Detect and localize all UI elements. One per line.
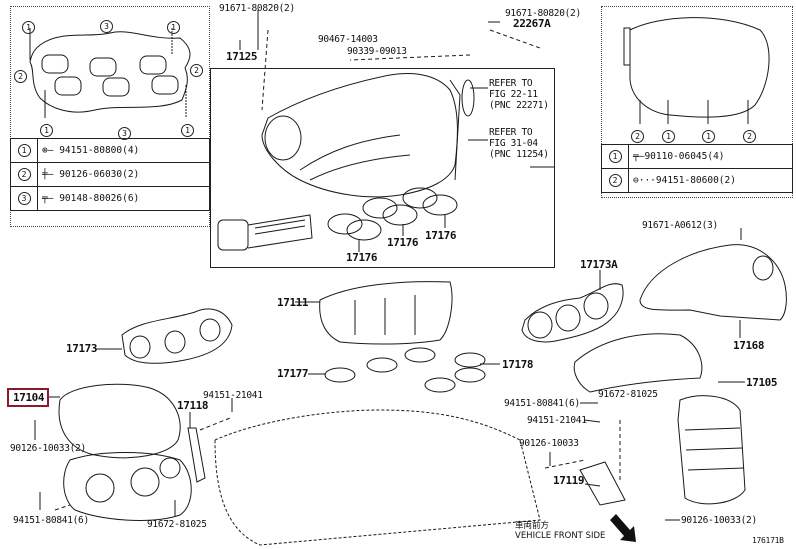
part-label-91672-81025-b[interactable]: 91672-81025: [147, 519, 207, 530]
left-inset-callout-2b: 2: [190, 58, 203, 77]
stud-icon: ╪—: [42, 169, 54, 180]
legend-row: 1 ╤—90110-06045(4): [601, 144, 793, 169]
left-inset-callout-1c: 1: [40, 118, 53, 137]
bracket-17118-drawing: [187, 427, 206, 483]
left-inset-callout-3a: 3: [100, 14, 113, 33]
dashed-leaders: [54, 29, 621, 511]
right-inset-panel: [601, 6, 793, 198]
part-label-17176-c[interactable]: 17176: [425, 229, 457, 242]
legend-part-number[interactable]: 90126-06030(2): [59, 169, 140, 180]
bolt-icon: ╤—: [42, 193, 54, 204]
exhaust-gasket-17173a-drawing: [521, 283, 624, 343]
right-inset-legend-table: 1 ╤—90110-06045(4) 2 ⊖···94151-80600(2): [601, 144, 793, 193]
part-label-17173[interactable]: 17173: [66, 342, 98, 355]
left-inset-callout-1d: 1: [181, 118, 194, 137]
fig-31-04-link[interactable]: FIG 31-04: [489, 138, 538, 149]
legend-part-number[interactable]: 94151-80600(2): [655, 175, 736, 186]
solid-leaders: [34, 10, 745, 521]
vehicle-front-arrow: [610, 514, 636, 542]
gasket-17173-drawing: [121, 308, 233, 364]
heat-insulator-drawing: [639, 244, 787, 321]
bracket-17119-drawing: [579, 461, 626, 506]
part-label-94151-80841-b[interactable]: 94151-80841(6): [13, 515, 89, 526]
part-label-17177[interactable]: 17177: [277, 367, 309, 380]
part-label-17176-a[interactable]: 17176: [346, 251, 378, 264]
part-label-94151-80841-a[interactable]: 94151-80841(6): [504, 398, 580, 409]
part-label-94151-21041-b[interactable]: 94151-21041: [527, 415, 587, 426]
part-label-91671-80820-b[interactable]: 91671-80820(2): [505, 8, 581, 19]
gaskets-17176-drawing: [327, 187, 458, 241]
part-label-90339-09013[interactable]: 90339-09013: [347, 46, 407, 57]
part-label-17111[interactable]: 17111: [277, 296, 309, 309]
catalytic-converter-right-drawing: [573, 333, 746, 505]
lower-intake-17111-drawing: [319, 281, 453, 345]
left-inset-legend-table: 1 ⊕— 94151-80800(4) 2 ╪— 90126-06030(2) …: [10, 138, 210, 211]
legend-row: 2 ⊖···94151-80600(2): [601, 168, 793, 193]
nut-icon: ⊕—: [42, 145, 54, 156]
part-label-17178[interactable]: 17178: [502, 358, 534, 371]
left-inset-callout-1b: 1: [167, 15, 180, 34]
part-label-17173A[interactable]: 17173A: [580, 258, 618, 271]
part-label-17105[interactable]: 17105: [746, 376, 778, 389]
intake-plenum-assembly-box: [210, 68, 555, 268]
legend-row: 1 ⊕— 94151-80800(4): [10, 138, 210, 163]
part-label-90126-10033-c[interactable]: 90126-10033(2): [681, 515, 757, 526]
part-label-17168[interactable]: 17168: [733, 339, 765, 352]
part-label-17125[interactable]: 17125: [226, 50, 258, 63]
fig-22-11-link[interactable]: FIG 22-11: [489, 89, 538, 100]
part-label-17119[interactable]: 17119: [553, 474, 585, 487]
vehicle-front-side-note: 車両前方 VEHICLE FRONT SIDE: [515, 521, 606, 541]
right-inset-callout-1a: 1: [662, 124, 675, 143]
engine-block-outline: [214, 409, 541, 546]
left-inset-callout-2a: 2: [14, 64, 27, 83]
nut-icon: ⊖···: [633, 175, 656, 186]
reference-note-2: REFER TO FIG 31-04 (PNC 11254): [489, 127, 549, 160]
right-inset-callout-2b: 2: [743, 124, 756, 143]
bolt-icon: ╤—: [633, 151, 645, 162]
part-label-91671-80820-a[interactable]: 91671-80820(2): [219, 3, 295, 14]
legend-part-number[interactable]: 90110-06045(4): [644, 151, 725, 162]
part-label-90126-10033-b[interactable]: 90126-10033: [519, 438, 579, 449]
legend-row: 2 ╪— 90126-06030(2): [10, 162, 210, 187]
right-inset-callout-2a: 2: [631, 124, 644, 143]
legend-row: 3 ╤— 90148-80026(6): [10, 186, 210, 211]
part-label-90467-14003[interactable]: 90467-14003: [318, 34, 378, 45]
part-label-17118[interactable]: 17118: [177, 399, 209, 412]
throttle-body-drawing: [217, 214, 313, 251]
catalytic-converter-left-drawing: [58, 383, 192, 521]
part-label-90126-10033-a[interactable]: 90126-10033(2): [10, 443, 86, 454]
part-label-22267A[interactable]: 22267A: [513, 17, 551, 30]
figure-id: 176171B: [752, 536, 784, 545]
part-label-91671-A0612[interactable]: 91671-A0612(3): [642, 220, 718, 231]
left-inset-panel: [10, 6, 210, 227]
legend-part-number[interactable]: 94151-80800(4): [59, 145, 140, 156]
legend-part-number[interactable]: 90148-80026(6): [59, 193, 140, 204]
gasket-17177-drawing: [324, 347, 486, 393]
part-label-91672-81025-a[interactable]: 91672-81025: [598, 389, 658, 400]
part-label-94151-21041-a[interactable]: 94151-21041: [203, 390, 263, 401]
left-inset-callout-1a: 1: [22, 15, 35, 34]
right-inset-callout-1b: 1: [702, 124, 715, 143]
highlighted-part-frame: [7, 388, 49, 407]
part-label-17104[interactable]: 17104: [13, 391, 45, 404]
reference-note-1: REFER TO FIG 22-11 (PNC 22271): [489, 78, 549, 111]
intake-plenum-drawing: [261, 72, 475, 198]
part-label-17176-b[interactable]: 17176: [387, 236, 419, 249]
inset-plenum-side-drawing: [623, 17, 770, 124]
